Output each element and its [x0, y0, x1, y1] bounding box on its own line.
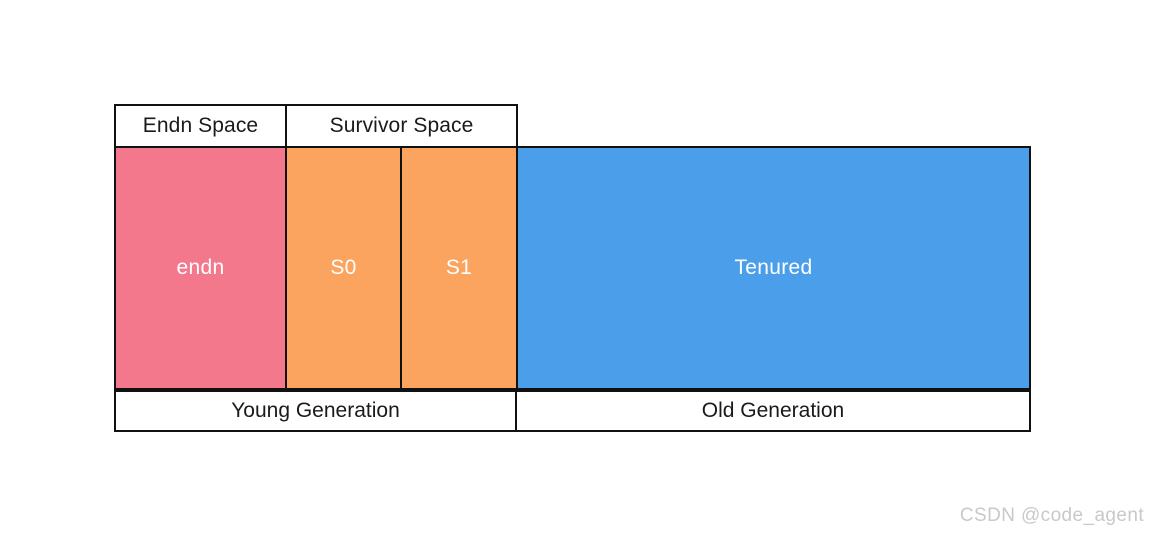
young-generation-footer-label: Young Generation	[231, 399, 400, 422]
survivor-s0-region-label: S0	[330, 256, 357, 279]
old-generation-footer-label: Old Generation	[701, 399, 845, 422]
survivor-space-header-label: Survivor Space	[329, 114, 474, 137]
survivor-s1-region-block: S1	[400, 146, 518, 390]
tenured-region-label: Tenured	[734, 256, 813, 279]
survivor-space-header-cell: Survivor Space	[285, 104, 518, 148]
tenured-region-block: Tenured	[516, 146, 1031, 390]
old-generation-footer-cell: Old Generation	[515, 390, 1031, 432]
eden-region-label: endn	[176, 256, 225, 279]
eden-region-block: endn	[114, 146, 287, 390]
eden-space-header-label: Endn Space	[142, 114, 259, 137]
survivor-s1-region-label: S1	[445, 256, 473, 279]
eden-space-header-cell: Endn Space	[114, 104, 287, 148]
jvm-memory-diagram: Endn Space Survivor Space endn S0 S1 Ten…	[114, 104, 1031, 432]
young-generation-footer-cell: Young Generation	[114, 390, 517, 432]
csdn-watermark: CSDN @code_agent	[959, 505, 1144, 526]
survivor-s0-region-block: S0	[285, 146, 402, 390]
